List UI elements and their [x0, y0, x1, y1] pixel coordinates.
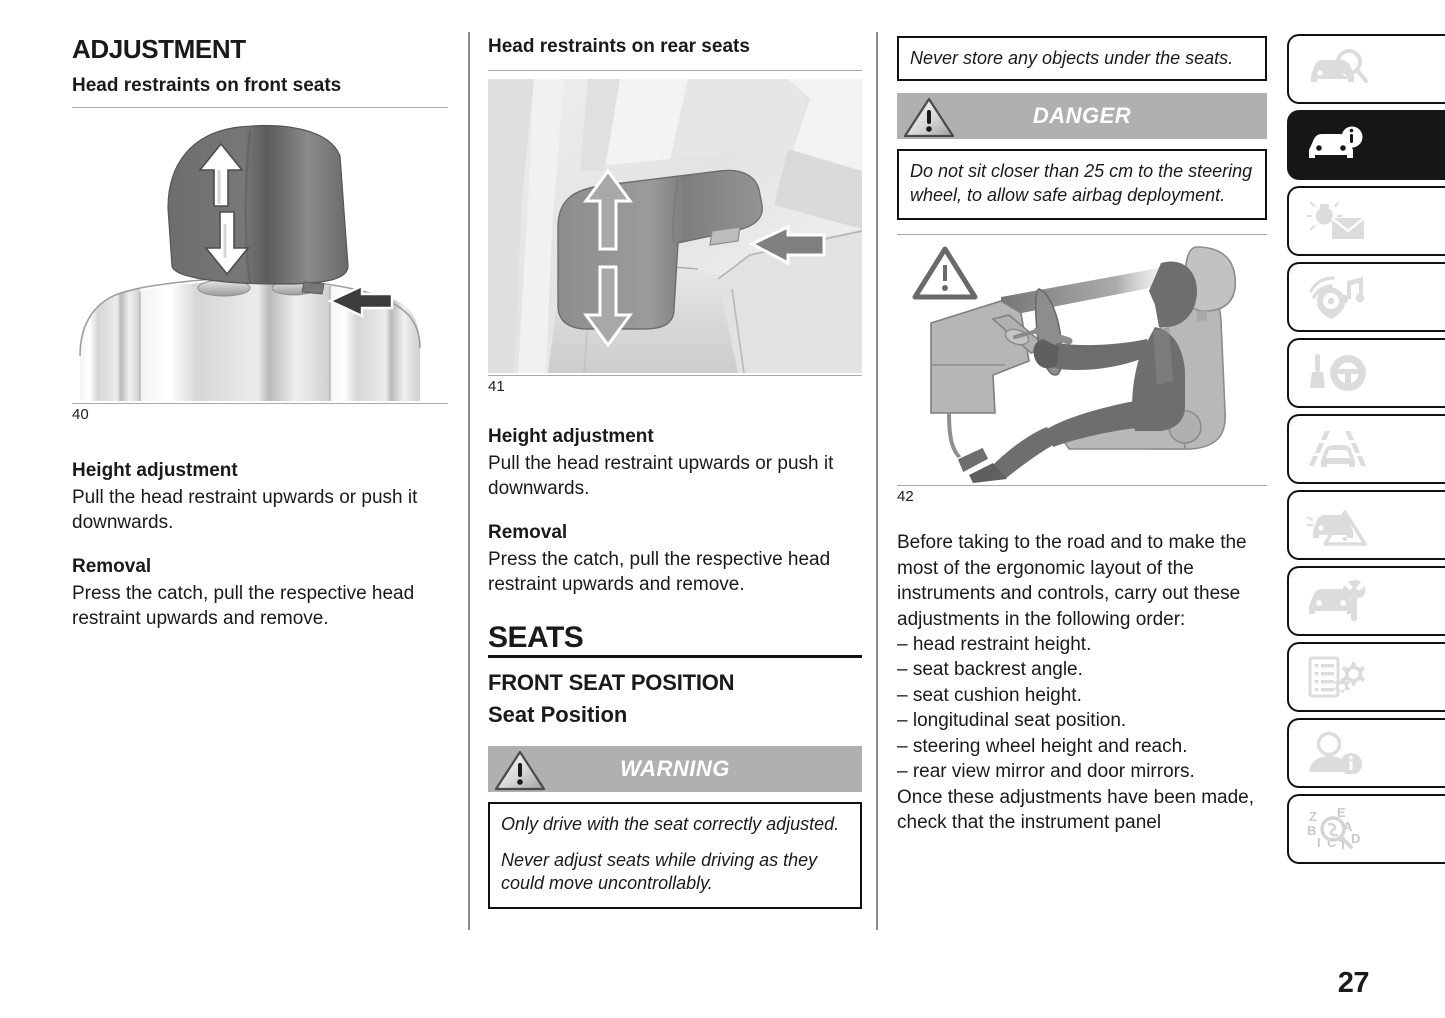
middle-removal-heading: Removal	[488, 521, 568, 543]
svg-text:B: B	[1307, 823, 1316, 838]
infotainment-icon	[1307, 275, 1369, 319]
tab-alphabetical-index[interactable]: Z E B A I C T D	[1287, 794, 1445, 864]
danger-text-box: Do not sit closer than 25 cm to the stee…	[897, 149, 1267, 221]
svg-text:Z: Z	[1309, 809, 1317, 824]
top-note-text: Never store any objects under the seats.	[910, 48, 1234, 68]
danger-line-1: Do not sit closer than 25 cm to the stee…	[910, 161, 1253, 205]
middle-column: Head restraints on rear seats	[488, 36, 862, 909]
svg-text:C: C	[1327, 835, 1337, 850]
tab-customer-service[interactable]	[1287, 718, 1445, 788]
column-divider-right	[876, 32, 878, 930]
warning-triangle-icon	[494, 749, 546, 796]
tab-driving-assistance[interactable]	[1287, 414, 1445, 484]
car-in-lane-icon	[1307, 428, 1369, 470]
seat-position-heading: Seat Position	[488, 702, 628, 728]
figure-42-top-rule	[897, 234, 1267, 236]
person-info-icon	[1307, 732, 1369, 774]
figure-42	[897, 235, 1267, 484]
adjustment-list-item-1: – head restraint height.	[897, 633, 1092, 655]
top-note-box: Never store any objects under the seats.	[897, 36, 1267, 82]
right-body-intro: Before taking to the road and to make th…	[897, 532, 1247, 630]
figure-41	[488, 79, 862, 373]
figure-42-rule	[897, 485, 1267, 487]
car-wrench-icon	[1307, 580, 1369, 622]
adjustment-list-item-5: – steering wheel height and reach.	[897, 735, 1188, 757]
alphabetical-index-icon: Z E B A I C T D	[1307, 807, 1379, 851]
seats-rule	[488, 655, 862, 659]
section-tab-sidebar: Z E B A I C T D	[1287, 34, 1445, 870]
figure-40	[72, 116, 448, 402]
front-seat-head-restraint-illustration	[79, 125, 421, 402]
figure-41-rule	[488, 375, 862, 376]
warning-banner: WARNING	[488, 746, 862, 793]
right-body-outro: Once these adjustments have been made, c…	[897, 786, 1255, 834]
page-title: ADJUSTMENT	[72, 34, 246, 64]
front-seat-position-heading: FRONT SEAT POSITION	[488, 670, 735, 696]
middle-header-rule	[488, 70, 862, 71]
tab-warning-lights-messages[interactable]	[1287, 186, 1445, 256]
adjustment-list-item-3: – seat cushion height.	[897, 684, 1082, 706]
warning-light-envelope-icon	[1307, 200, 1369, 242]
rear-seat-head-restraint-illustration	[488, 79, 862, 373]
figure-41-number: 41	[488, 378, 505, 395]
warning-text-box: Only drive with the seat correctly adjus…	[488, 802, 862, 909]
list-gears-icon	[1307, 656, 1369, 698]
adjustment-list-item-6: – rear view mirror and door mirrors.	[897, 761, 1195, 783]
middle-height-adjustment-text: Pull the head restraint upwards or push …	[488, 452, 834, 500]
warning-banner-label: WARNING	[620, 756, 730, 782]
driver-seating-position-illustration	[897, 235, 1267, 484]
svg-text:T: T	[1339, 837, 1347, 851]
tab-getting-to-know-the-car[interactable]	[1287, 34, 1445, 104]
tab-starting-and-driving[interactable]	[1287, 338, 1445, 408]
gear-steering-wheel-icon	[1307, 352, 1369, 394]
danger-banner-label: DANGER	[1032, 103, 1132, 129]
svg-text:E: E	[1337, 807, 1346, 820]
figure-40-number: 40	[72, 406, 89, 424]
middle-removal-text: Press the catch, pull the respective hea…	[488, 548, 831, 595]
adjustment-list-item-4: – longitudinal seat position.	[897, 710, 1127, 732]
danger-banner: DANGER	[897, 93, 1267, 140]
tab-infotainment[interactable]	[1287, 262, 1445, 332]
figure-40-rule	[72, 403, 448, 405]
svg-text:D: D	[1351, 831, 1360, 846]
tab-technical-specifications[interactable]	[1287, 642, 1445, 712]
left-height-adjustment-text: Pull the head restraint upwards or push …	[72, 486, 418, 534]
column-divider-left	[468, 32, 470, 930]
danger-triangle-icon	[903, 96, 955, 143]
warning-line-1: Only drive with the seat correctly adjus…	[501, 814, 840, 835]
page-number: 27	[1337, 967, 1370, 999]
tab-in-an-emergency[interactable]	[1287, 490, 1445, 560]
left-height-adjustment-heading: Height adjustment	[72, 460, 238, 482]
right-column: Never store any objects under the seats.	[897, 36, 1267, 836]
left-subtitle: Head restraints on front seats	[72, 75, 342, 97]
svg-text:A: A	[1343, 819, 1353, 834]
left-removal-heading: Removal	[72, 555, 152, 577]
tab-maintenance-and-care[interactable]	[1287, 566, 1445, 636]
left-header-rule	[72, 107, 448, 109]
left-column: ADJUSTMENT Head restraints on front seat…	[72, 34, 448, 652]
tab-knowing-your-car[interactable]	[1287, 110, 1445, 180]
warning-line-2: Never adjust seats while driving as they…	[501, 849, 818, 894]
left-removal-text: Press the catch, pull the respective hea…	[72, 582, 415, 630]
middle-subtitle: Head restraints on rear seats	[488, 36, 750, 57]
car-info-icon	[1307, 125, 1369, 165]
adjustment-list-item-2: – seat backrest angle.	[897, 659, 1083, 681]
car-hazard-triangle-icon	[1307, 504, 1369, 546]
seats-section-title: SEATS	[488, 621, 584, 655]
car-magnifier-icon	[1307, 49, 1369, 89]
svg-text:I: I	[1317, 835, 1321, 850]
figure-42-number: 42	[897, 488, 914, 506]
middle-height-adjustment-heading: Height adjustment	[488, 426, 654, 447]
